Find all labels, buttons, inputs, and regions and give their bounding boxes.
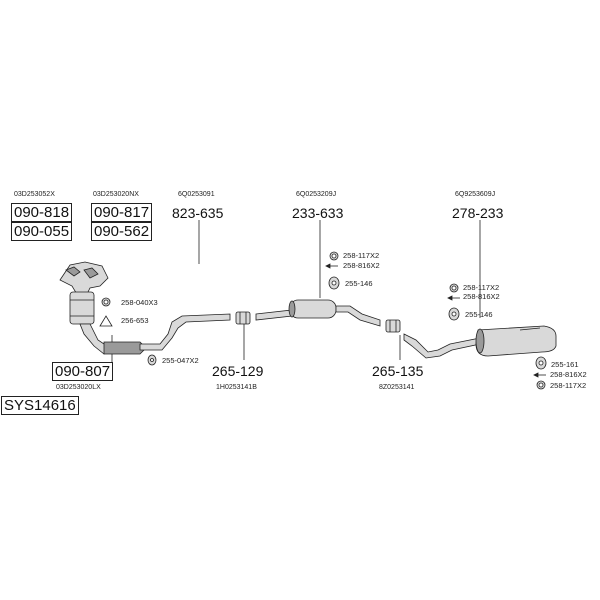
oem-number: 1H0253141B xyxy=(216,384,257,391)
part-number-box[interactable]: 090-562 xyxy=(91,222,153,241)
oem-number: 03D253020NX xyxy=(93,191,139,198)
part-number-box[interactable]: 090-817 xyxy=(91,203,153,222)
oem-number: 03D253052X xyxy=(14,191,55,198)
accessory-symbols-middle xyxy=(325,251,340,290)
clamp-265-129[interactable] xyxy=(235,311,251,325)
rear-silencer[interactable] xyxy=(403,325,557,359)
part-number[interactable]: 233-633 xyxy=(292,205,344,221)
accessory-label[interactable]: 258-816X2 xyxy=(343,261,380,270)
oem-number: 6Q0253091 xyxy=(178,191,215,198)
middle-silencer[interactable] xyxy=(255,299,381,327)
accessory-label[interactable]: 258-117X2 xyxy=(463,283,500,292)
part-number[interactable]: 265-129 xyxy=(212,363,264,379)
accessory-label[interactable]: 258-816X2 xyxy=(463,292,500,301)
part-number[interactable]: 823-635 xyxy=(172,205,224,221)
accessory-symbols-rear xyxy=(447,283,547,390)
oem-number: 6Q0253209J xyxy=(296,191,337,198)
accessory-label[interactable]: 255-161 xyxy=(551,360,579,369)
catalytic-converter-assembly[interactable] xyxy=(59,261,147,355)
part-number-box[interactable]: 090-807 xyxy=(52,362,114,381)
part-number-box[interactable]: 090-055 xyxy=(11,222,73,241)
clamp-265-135[interactable] xyxy=(385,319,401,333)
accessory-symbols-front xyxy=(99,297,157,366)
front-pipe[interactable] xyxy=(139,313,231,351)
part-number-box[interactable]: 090-818 xyxy=(11,203,73,222)
accessory-label[interactable]: 258-816X2 xyxy=(550,370,587,379)
accessory-label[interactable]: 258-040X3 xyxy=(121,298,158,307)
accessory-label[interactable]: 258-117X2 xyxy=(343,251,380,260)
accessory-label[interactable]: 255-146 xyxy=(465,310,493,319)
oem-number: 8Z0253141 xyxy=(379,384,415,391)
accessory-label[interactable]: 256-653 xyxy=(121,316,149,325)
accessory-label[interactable]: 255-146 xyxy=(345,279,373,288)
accessory-label[interactable]: 255-047X2 xyxy=(162,356,199,365)
part-number[interactable]: 265-135 xyxy=(372,363,424,379)
accessory-label[interactable]: 258-117X2 xyxy=(550,381,587,390)
oem-number: 03D253020LX xyxy=(56,384,101,391)
system-id-box[interactable]: SYS14616 xyxy=(1,396,79,415)
part-number[interactable]: 278-233 xyxy=(452,205,504,221)
oem-number: 6Q9253609J xyxy=(455,191,496,198)
